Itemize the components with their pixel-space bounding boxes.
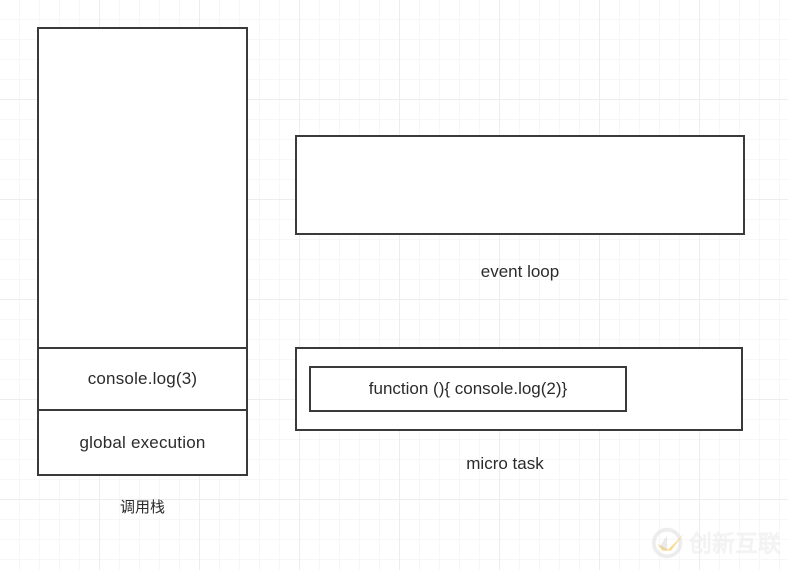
call-stack-caption: 调用栈 bbox=[119, 499, 165, 516]
call-stack-box[interactable]: console.log(3) global execution bbox=[37, 27, 248, 476]
call-stack-empty-space bbox=[39, 29, 246, 347]
event-loop-box[interactable] bbox=[295, 135, 745, 235]
call-stack-frame[interactable]: global execution bbox=[39, 409, 246, 474]
micro-task-item-label: function (){ console.log(2)} bbox=[368, 379, 568, 398]
watermark-text: 创新互联 bbox=[689, 529, 781, 556]
call-stack-frame-label: console.log(3) bbox=[87, 369, 198, 388]
event-loop-caption: event loop bbox=[480, 262, 560, 281]
watermark: 创新互联 bbox=[650, 521, 785, 565]
micro-task-caption: micro task bbox=[466, 454, 544, 473]
chuangxin-hulian-logo-icon bbox=[651, 527, 685, 559]
micro-task-box[interactable]: function (){ console.log(2)} bbox=[295, 347, 743, 431]
call-stack-frame-label: global execution bbox=[79, 432, 206, 452]
micro-task-item[interactable]: function (){ console.log(2)} bbox=[309, 366, 627, 412]
call-stack-frame[interactable]: console.log(3) bbox=[39, 347, 246, 409]
